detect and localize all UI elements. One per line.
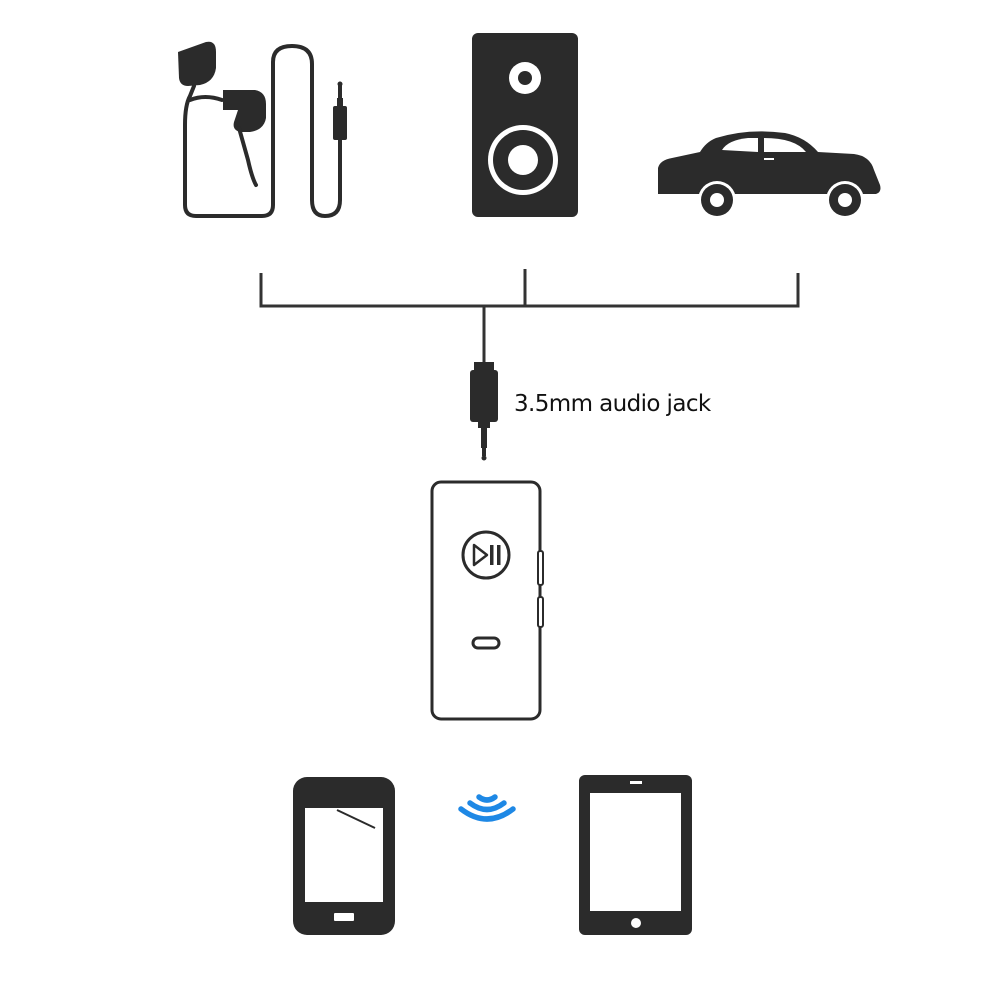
phone-icon [293,777,395,935]
audio-jack-plug-icon [470,362,498,461]
speaker-icon [472,33,578,217]
play-pause-icon [461,530,511,580]
tablet-icon [579,775,692,935]
wireless-signal-icon [458,794,516,822]
bluetooth-receiver-icon [430,480,544,721]
connector-lines [259,269,800,362]
earphones-icon [178,41,347,218]
audio-jack-label: 3.5mm audio jack [514,391,711,417]
car-icon [658,131,881,219]
